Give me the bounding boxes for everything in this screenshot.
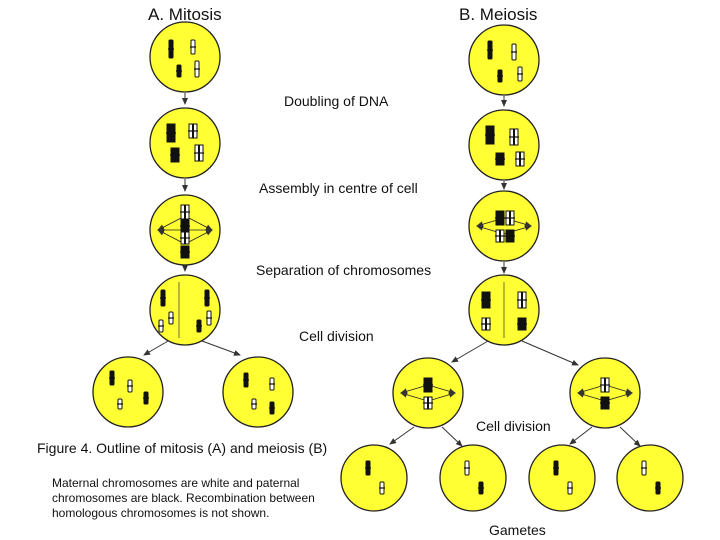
meiosis-arrow-8 — [569, 426, 593, 445]
step-cell-division-label: Cell division — [299, 328, 374, 344]
meiosis-cell-5-right — [569, 357, 641, 429]
step-doubling-label: Doubling of DNA — [284, 93, 389, 109]
mitosis-cell-1 — [149, 21, 221, 93]
step-cell-division-2-label: Cell division — [476, 418, 551, 434]
cell-membrane — [392, 357, 464, 429]
gamete-4 — [616, 444, 684, 512]
cell-membrane — [340, 444, 408, 512]
cell-membrane — [569, 357, 641, 429]
mitosis-cell-4 — [149, 274, 221, 346]
cell-membrane — [468, 109, 540, 181]
meiosis-column-title: B. Meiosis — [459, 5, 538, 24]
meiosis-arrow-4 — [451, 340, 489, 363]
mitosis-cell-2 — [149, 107, 221, 179]
figure-caption-body: Maternal chromosomes are white and pater… — [52, 476, 315, 520]
cell-membrane — [149, 274, 221, 346]
cell-membrane — [222, 356, 294, 428]
cell-membrane — [468, 190, 540, 262]
mitosis-daughter-left — [92, 356, 164, 428]
meiosis-cell-4 — [468, 274, 540, 346]
mitosis-daughter-right — [222, 356, 294, 428]
cell-membrane — [528, 444, 596, 512]
cell-membrane — [149, 107, 221, 179]
arrows-layer — [143, 93, 641, 447]
meiosis-cell-5-left — [392, 357, 464, 429]
meiosis-arrow-7 — [441, 426, 463, 447]
step-assembly-label: Assembly in centre of cell — [259, 180, 418, 196]
figure-caption-title: Figure 4. Outline of mitosis (A) and mei… — [37, 440, 328, 456]
mitosis-cell-3 — [149, 194, 221, 266]
cells-layer — [92, 21, 684, 512]
cell-membrane — [149, 21, 221, 93]
gamete-2 — [439, 444, 507, 512]
mitosis-arrow-4 — [143, 340, 169, 356]
gamete-3 — [528, 444, 596, 512]
cell-membrane — [439, 444, 507, 512]
gamete-1 — [340, 444, 408, 512]
cell-membrane — [468, 24, 540, 96]
meiosis-cell-3 — [468, 190, 540, 262]
meiosis-arrow-5 — [521, 340, 579, 366]
meiosis-cell-1 — [468, 24, 540, 96]
gametes-label: Gametes — [489, 522, 546, 538]
meiosis-cell-2 — [468, 109, 540, 181]
step-separation-label: Separation of chromosomes — [256, 262, 432, 278]
mitosis-arrow-5 — [201, 340, 241, 356]
meiosis-arrow-6 — [389, 426, 415, 445]
mitosis-column-title: A. Mitosis — [148, 5, 222, 24]
meiosis-arrow-9 — [619, 426, 641, 447]
cell-membrane — [616, 444, 684, 512]
